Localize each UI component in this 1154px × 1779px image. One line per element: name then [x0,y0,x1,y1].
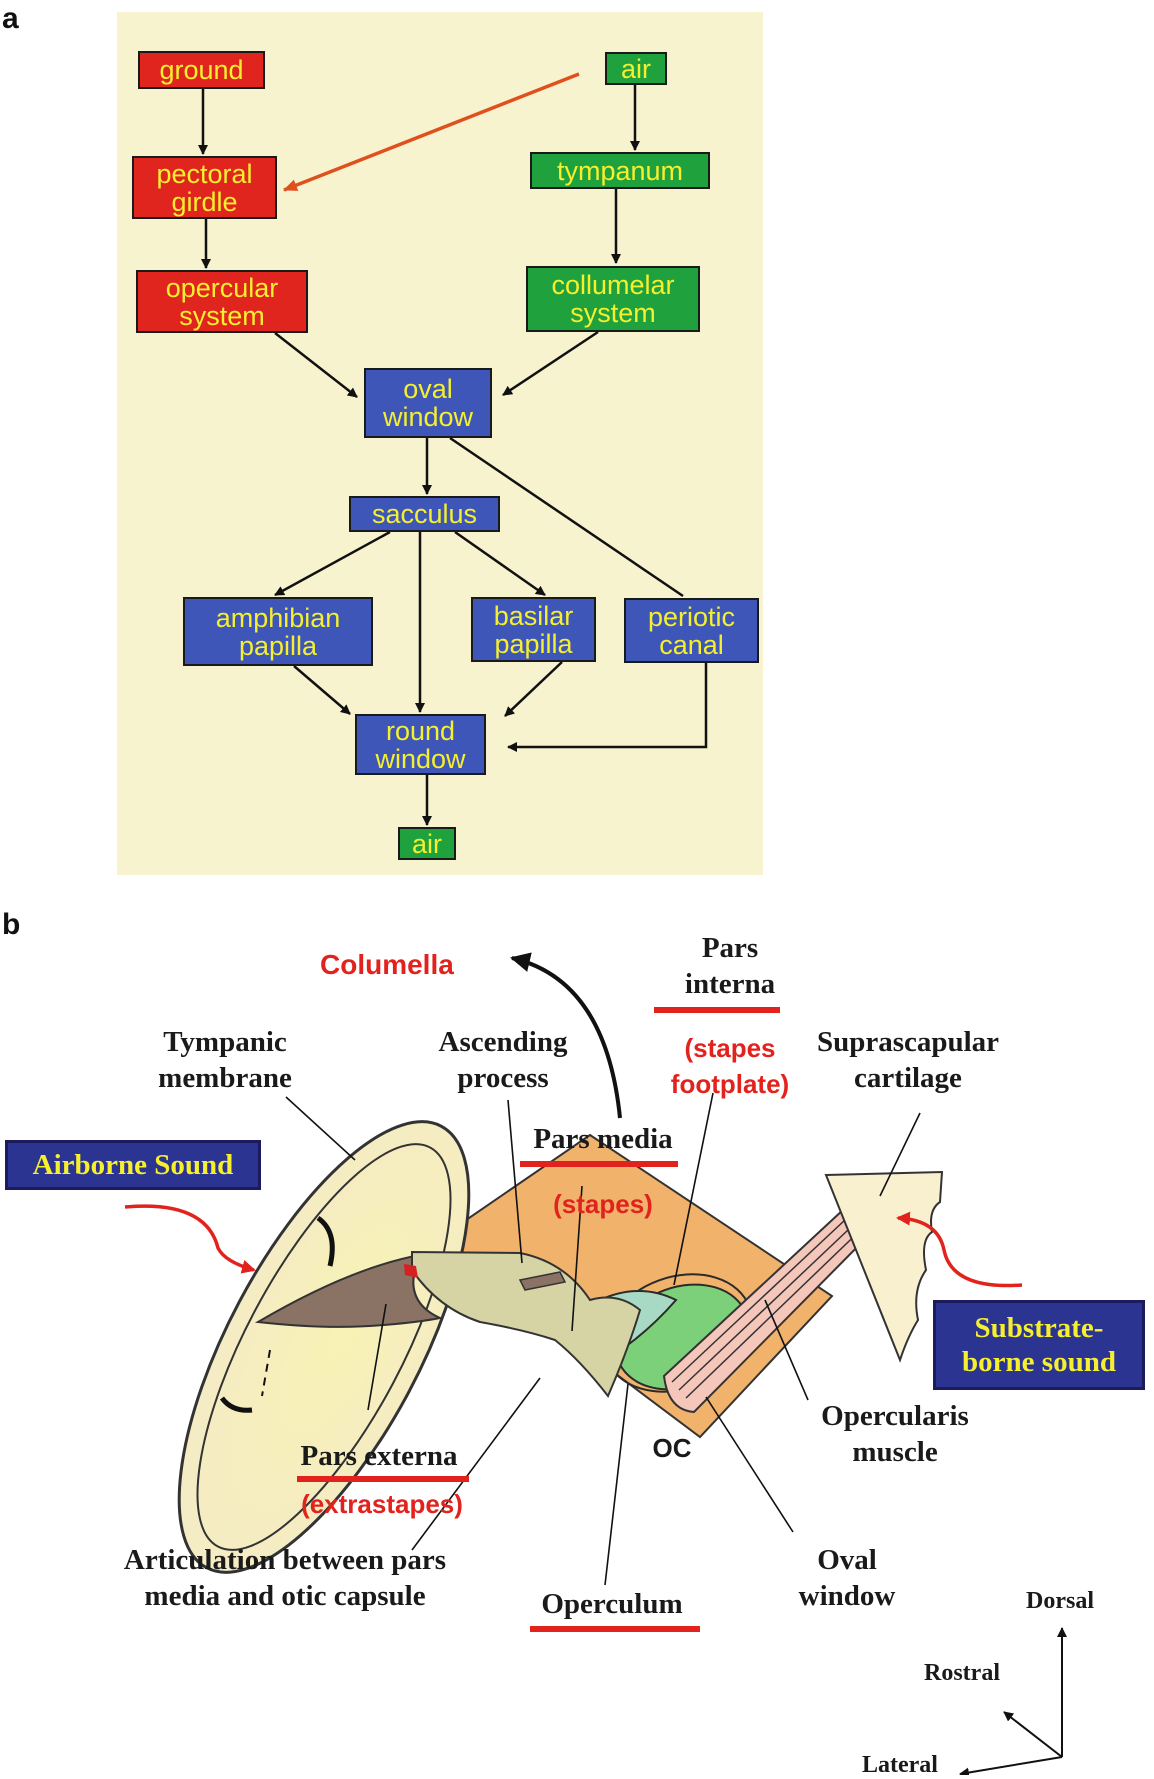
label-substrate-borne-sound: Substrate- borne sound [933,1300,1145,1390]
ascending-process-shape [518,1271,567,1291]
arrow-collumelar-to-oval [502,330,599,397]
label-columella: Columella [320,949,454,980]
leader-operculum [604,1383,629,1586]
label-tympanic-membrane: Tympanic membrane [158,1026,292,1094]
node-tympanum: tympanum [530,152,710,189]
arrow-sacculus-to-basilar [454,530,546,597]
underline-operculum [530,1626,700,1632]
label-suprascapular-cartilage: Suprascapular cartilage [816,1026,1000,1094]
node-opercular-system: opercular system [136,270,308,333]
flow-arrows [198,72,708,826]
panel-b-label: b [2,908,21,941]
arrow-sacculus-to-amphibian [274,530,391,597]
label-ascending-process: Ascending process [438,1026,568,1094]
leader-tympanic [285,1096,356,1161]
arrow-amphibian-to-round [293,665,351,715]
label-operculum: Operculum [541,1588,683,1620]
tympanic-membrane-outer [177,1120,471,1574]
label-stapes-footplate: (stapes footplate) [670,1033,790,1099]
axis-label-rostral: Rostral [924,1660,1000,1686]
columella-arrow [510,952,622,1119]
leader-articulation [411,1377,541,1551]
arrow-basilar-to-round [504,661,563,717]
node-air-bottom: air [398,827,456,860]
leader-ascending [507,1099,523,1264]
node-periotic-canal: periotic canal [624,598,759,663]
node-pectoral-girdle: pectoral girdle [132,156,277,219]
extrastapes-shape [254,1253,444,1328]
label-pars-interna: Pars interna [684,932,776,1000]
label-articulation: Articulation between pars media and otic… [123,1544,447,1612]
axis-label-lateral: Lateral [862,1752,938,1778]
suprascapular-cartilage-shape [824,1170,944,1363]
axis-lateral [959,1756,1063,1775]
line-oval-to-periotic [449,436,684,598]
underline-pars-media [520,1161,678,1167]
leader-pars-media [571,1185,583,1332]
label-pars-media: Pars media [533,1123,673,1155]
arrow-air-to-pectoral [283,72,580,192]
leader-suprascapular [879,1112,921,1197]
underline-pars-interna [654,1007,780,1013]
pars-media-shape [411,1250,642,1398]
leader-opercularis [764,1299,809,1401]
node-sacculus: sacculus [349,496,500,532]
label-oc: OC [652,1433,692,1463]
leader-pars-interna [673,1092,714,1286]
underline-pars-externa [297,1476,469,1482]
node-collumelar-system: collumelar system [526,266,700,332]
node-ground: ground [138,51,265,89]
label-extrastapes: (extrastapes) [301,1489,463,1519]
leader-pars-externa [367,1303,387,1411]
label-pars-externa: Pars externa [300,1440,458,1472]
node-basilar-papilla: basilar papilla [471,597,596,662]
arrow-opercular-to-oval [274,332,358,398]
node-round-window: round window [355,714,486,775]
label-opercularis-muscle: Opercularis muscle [821,1400,969,1468]
arrow-periotic-to-round [507,663,708,752]
axis-rostral [1003,1711,1063,1758]
label-oval-window: Oval window [798,1544,896,1612]
node-oval-window: oval window [364,368,492,438]
label-stapes: (stapes) [553,1189,653,1219]
label-airborne-sound: Airborne Sound [5,1140,261,1190]
panel-a-label: a [2,2,19,35]
tympanic-membrane-inner [196,1143,452,1551]
node-amphibian-papilla: amphibian papilla [183,597,373,666]
leader-oval-window [705,1396,794,1533]
substrate-sound-arrow [896,1211,1023,1288]
axis-label-dorsal: Dorsal [1026,1588,1094,1614]
node-air-top: air [605,52,667,85]
airborne-sound-arrow [124,1204,256,1274]
